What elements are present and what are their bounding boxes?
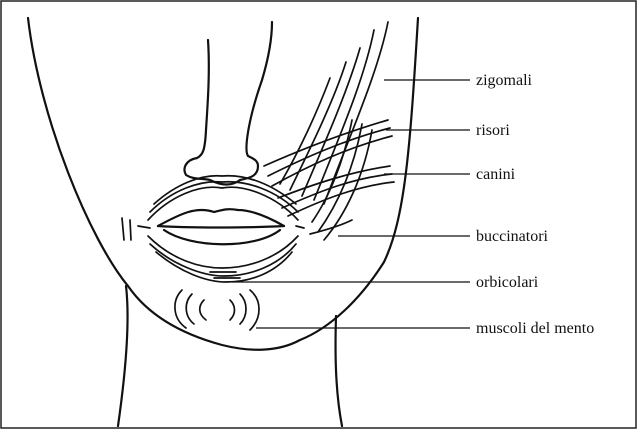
lips (158, 209, 284, 244)
face-outline (28, 18, 418, 426)
label-mento: muscoli del mento (476, 320, 594, 337)
chin-muscles (175, 290, 259, 330)
label-buccinatori: buccinatori (476, 228, 549, 245)
label-risori: risori (476, 122, 510, 139)
label-zigomatici: zigomali (476, 72, 533, 89)
buccinator-muscle-fibres (310, 120, 372, 240)
leader-lines (232, 80, 470, 328)
nose (184, 22, 272, 185)
label-canini: canini (476, 166, 516, 183)
orbicularis-muscle (122, 176, 304, 282)
label-orbicolari: orbicolari (476, 274, 539, 291)
